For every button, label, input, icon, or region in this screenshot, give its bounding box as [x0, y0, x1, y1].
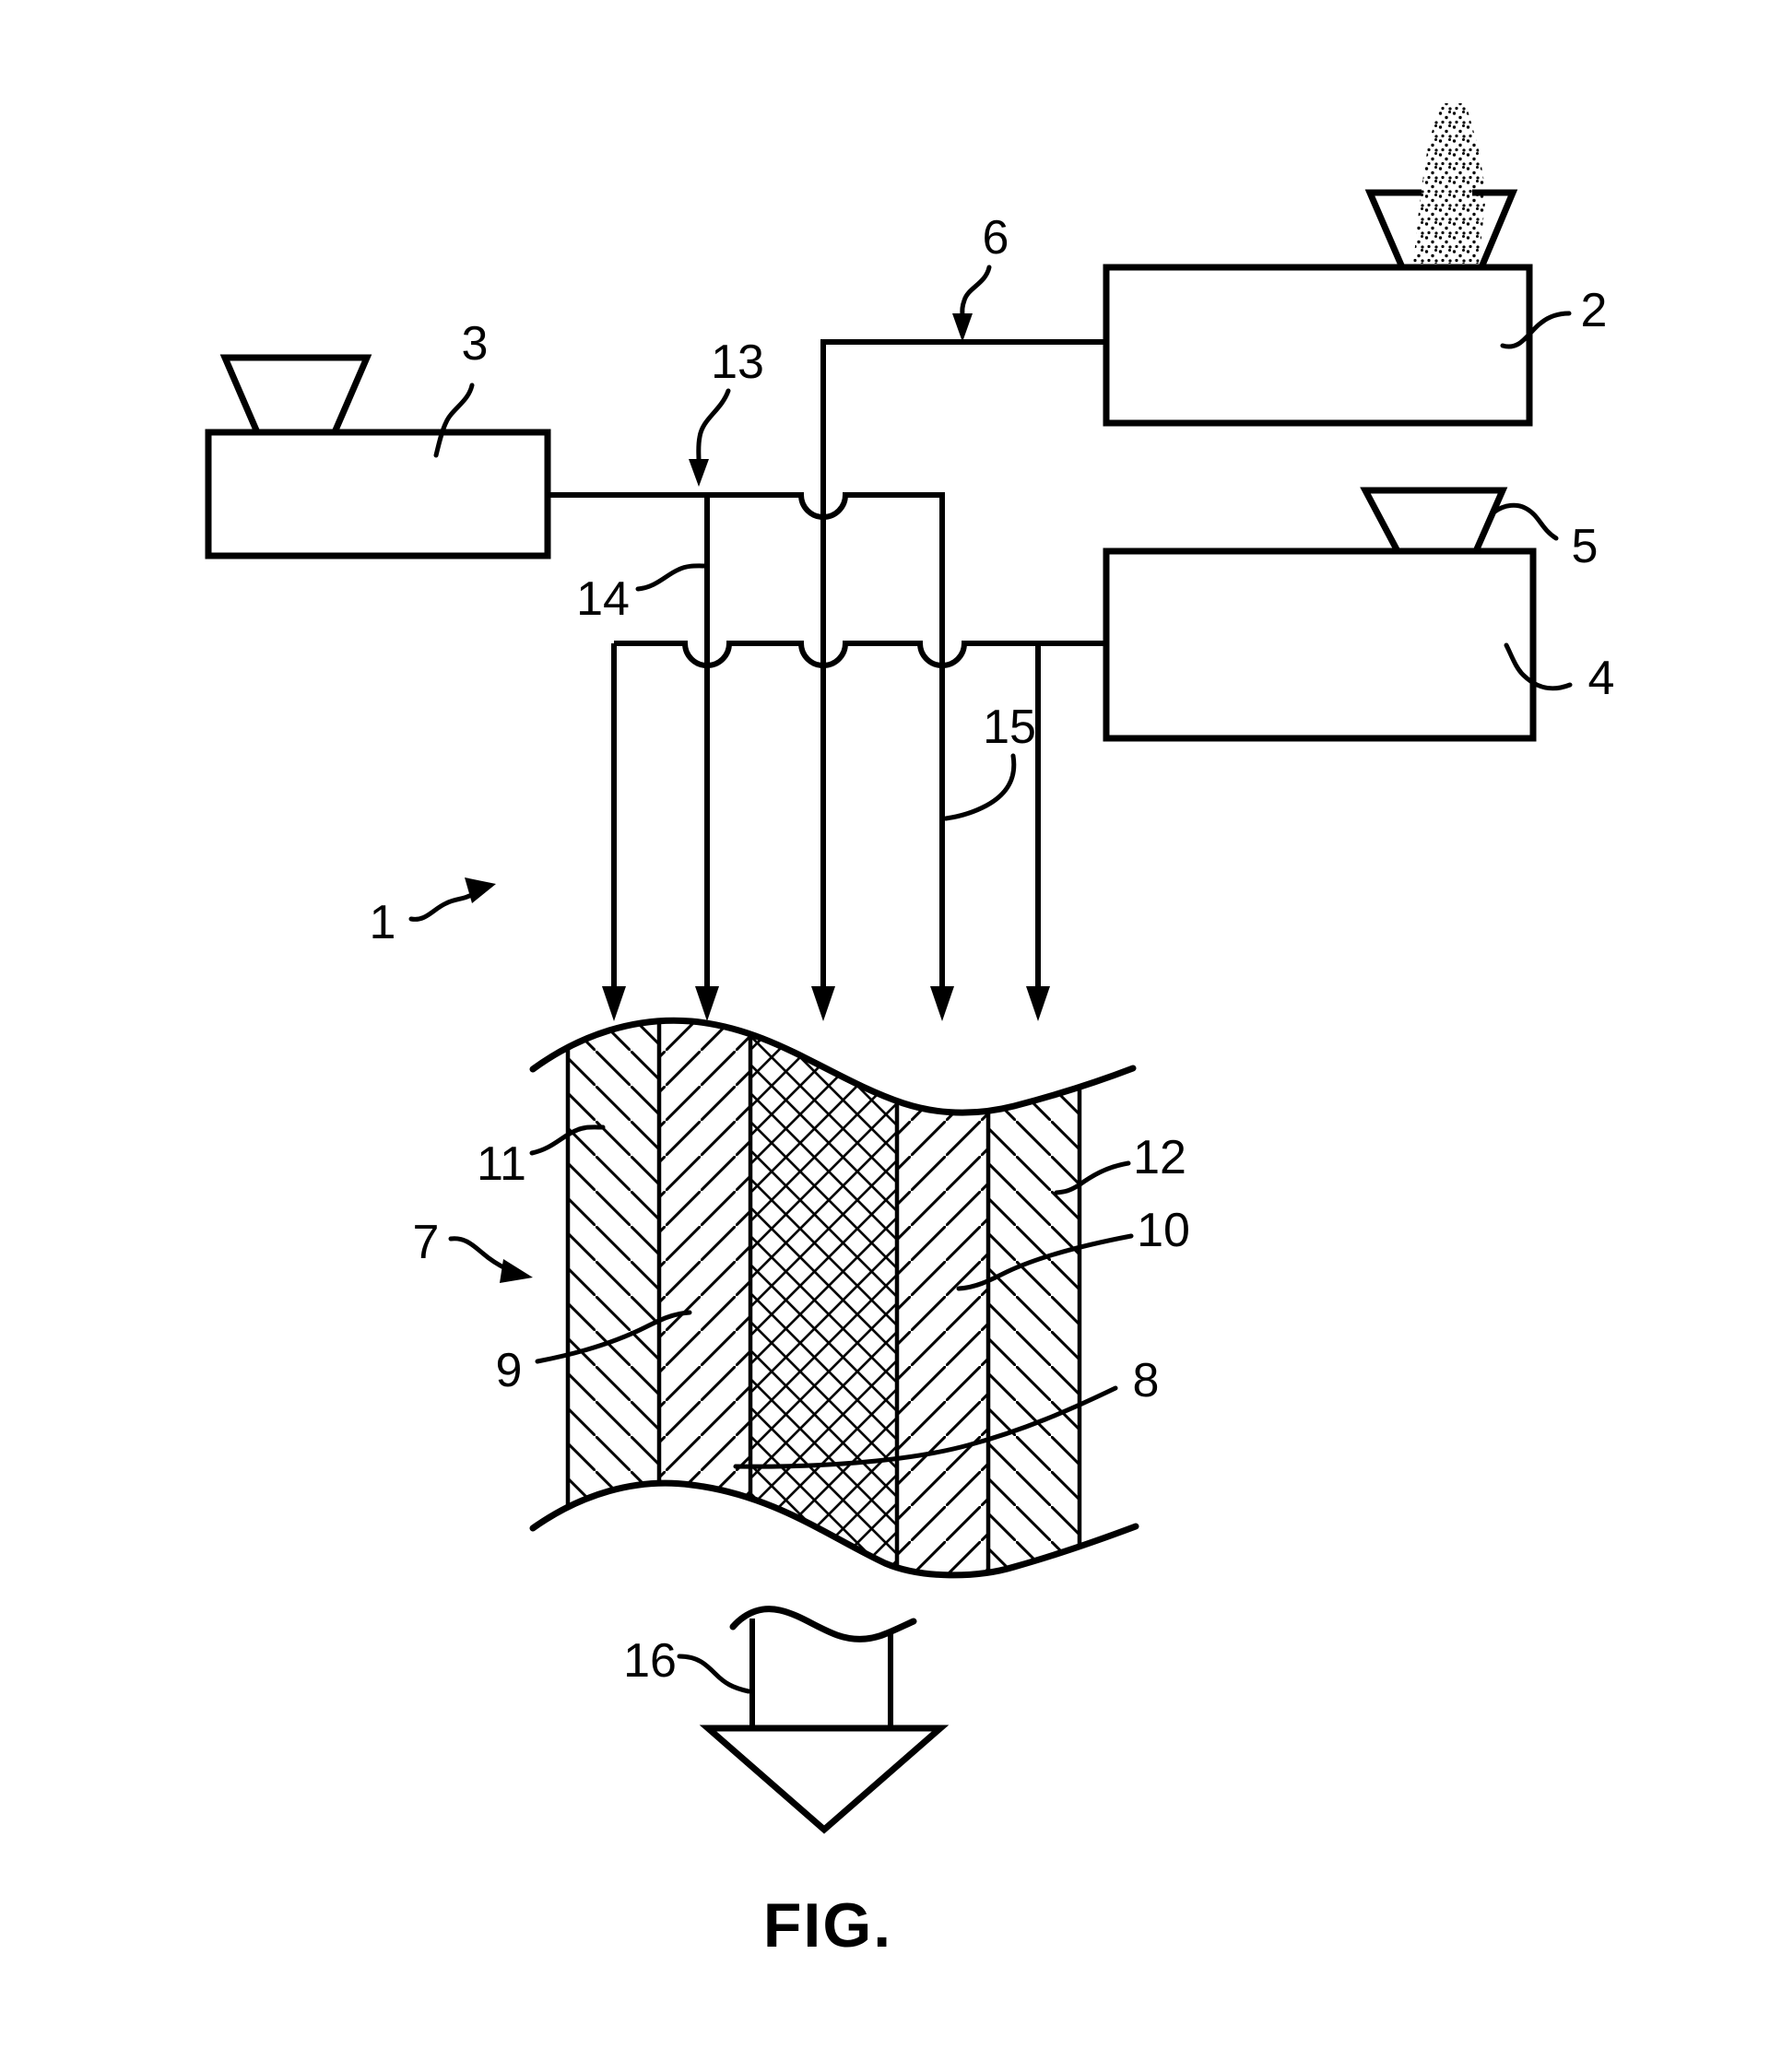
figure-caption: FIG.	[763, 1890, 892, 1960]
arrow-shaft-wavy-top	[729, 1606, 917, 1642]
extruder-3	[205, 354, 551, 559]
film-top-wavy-edge	[529, 1017, 1137, 1116]
callout-10: 10	[956, 1204, 1190, 1291]
extruder-2	[1103, 103, 1533, 427]
film-layers	[565, 1020, 1082, 1575]
ref-numeral-2: 2	[1581, 284, 1608, 337]
arrowhead-icon	[689, 459, 709, 487]
extruder-4	[1103, 487, 1537, 742]
granulate-stipple	[1413, 103, 1486, 264]
ref-numeral-7: 7	[413, 1216, 440, 1269]
arrowhead-icon	[952, 313, 973, 342]
melt-lines	[548, 339, 1106, 1021]
arrowhead-icon	[930, 986, 954, 1021]
ref-numeral-9: 9	[496, 1344, 523, 1397]
ref-numeral-5: 5	[1572, 520, 1599, 573]
line-6-and-stream-center	[820, 339, 1106, 986]
callout-5: 5	[1491, 502, 1599, 573]
film-bottom-wavy-edge	[529, 1479, 1139, 1579]
arrowhead-icon	[1026, 986, 1050, 1021]
arrowhead-icon	[465, 877, 496, 903]
ref-numeral-4: 4	[1588, 652, 1615, 705]
layer-12-hatch	[988, 1020, 1080, 1575]
callout-7: 7	[413, 1216, 533, 1283]
callout-2: 2	[1500, 284, 1608, 349]
ref-numeral-11: 11	[477, 1137, 526, 1191]
layer-10-hatch	[897, 1020, 988, 1575]
callout-16: 16	[623, 1634, 751, 1694]
extruder-4-box	[1103, 547, 1537, 742]
callout-13: 13	[689, 336, 764, 487]
layer-11-hatch	[568, 1020, 659, 1575]
callout-1: 1	[370, 877, 496, 949]
ref-numeral-13: 13	[711, 336, 764, 389]
arrowhead-icon	[695, 986, 719, 1021]
ref-numeral-16: 16	[623, 1634, 677, 1688]
stream-arrowheads	[602, 986, 1050, 1021]
output-arrow	[699, 1606, 950, 1834]
extruder-3-box	[205, 429, 551, 559]
callout-15: 15	[943, 700, 1036, 821]
callout-12: 12	[1054, 1131, 1186, 1195]
callout-6: 6	[952, 211, 1009, 342]
callout-11: 11	[477, 1124, 606, 1191]
arrowhead-icon	[811, 986, 835, 1021]
callout-3: 3	[433, 317, 489, 458]
hopper-5-icon	[1360, 487, 1508, 555]
callout-14: 14	[576, 563, 709, 626]
ref-numeral-6: 6	[983, 211, 1009, 265]
callout-4: 4	[1504, 642, 1615, 705]
ref-numeral-8: 8	[1133, 1354, 1160, 1407]
layer-8-crosshatch	[750, 1020, 897, 1575]
arrow-head-outline-icon	[699, 1725, 950, 1834]
line-15-manifold	[614, 641, 1106, 668]
arrowhead-icon	[602, 986, 626, 1021]
ref-numeral-14: 14	[576, 572, 630, 626]
arrowhead-icon	[500, 1259, 533, 1283]
ref-numeral-1: 1	[370, 896, 396, 949]
callout-8: 8	[733, 1354, 1160, 1469]
film-cross-section	[529, 1017, 1139, 1579]
callouts: 1 2 3 4 5 6 7 8	[370, 211, 1615, 1694]
ref-numeral-12: 12	[1133, 1131, 1186, 1184]
line-13-and-stream-right-mid	[548, 492, 945, 986]
ref-numeral-10: 10	[1137, 1204, 1190, 1257]
ref-numeral-3: 3	[462, 317, 489, 371]
hopper-3-icon	[219, 354, 372, 436]
callout-9: 9	[496, 1310, 692, 1397]
layer-9-hatch	[659, 1020, 750, 1575]
hopper-2-icon	[1364, 189, 1518, 269]
extruder-2-box	[1103, 264, 1533, 427]
ref-numeral-15: 15	[983, 700, 1036, 754]
